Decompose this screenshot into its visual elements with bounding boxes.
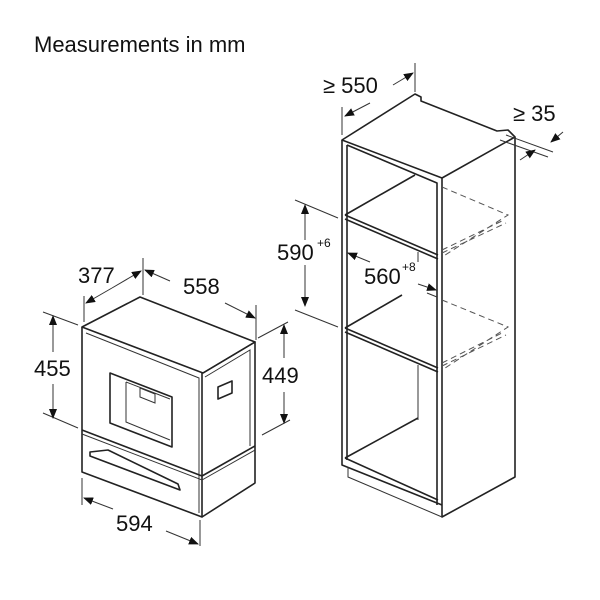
dim-niche-width: 560 xyxy=(364,264,401,289)
appliance-dimensions xyxy=(42,258,291,546)
cabinet-dimensions xyxy=(294,63,564,328)
dim-cabinet-depth: ≥ 550 xyxy=(323,73,378,98)
dim-ventilation-gap: ≥ 35 xyxy=(513,101,556,126)
dim-height-449: 449 xyxy=(262,363,299,388)
dim-width-558: 558 xyxy=(183,274,220,299)
dim-niche-width-tolerance: +8 xyxy=(402,260,416,274)
dim-niche-height-tolerance: +6 xyxy=(317,236,331,250)
dim-height-455: 455 xyxy=(34,356,71,381)
diagram-title: Measurements in mm xyxy=(34,32,246,57)
dim-niche-height: 590 xyxy=(277,240,314,265)
coffee-machine-drawing xyxy=(81,296,256,518)
dim-depth-377: 377 xyxy=(78,263,115,288)
dim-width-594: 594 xyxy=(116,511,153,536)
tall-cabinet-drawing xyxy=(341,93,516,518)
